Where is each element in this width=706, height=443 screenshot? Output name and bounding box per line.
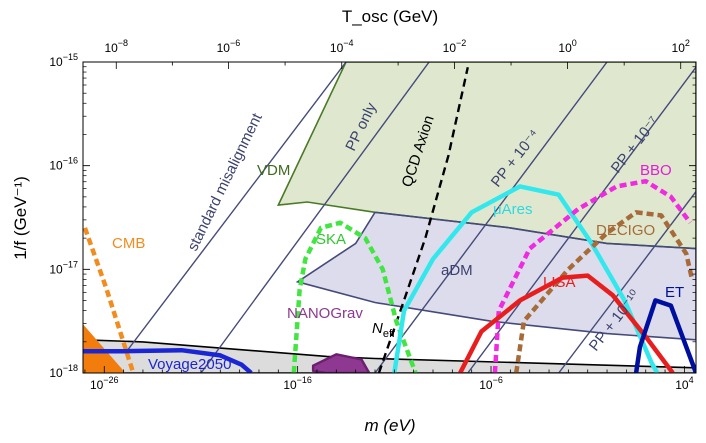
x-tick-label: 10−16 bbox=[283, 375, 312, 392]
top-tick-label: 10−8 bbox=[104, 38, 128, 55]
plot-area bbox=[83, 62, 696, 373]
nanograv-region bbox=[311, 353, 371, 373]
tick-group: 10−26 10−16 10−6 104 10−8 10−6 10−4 10−2 100 102 1… bbox=[49, 38, 696, 392]
x-tick-label: 104 bbox=[675, 375, 693, 392]
diagonal-line-0 bbox=[126, 62, 347, 351]
series-decigo bbox=[513, 210, 695, 373]
label-muares: μAres bbox=[493, 201, 533, 218]
x-axis-title: m (eV) bbox=[365, 416, 416, 435]
diagonal-line-4 bbox=[558, 191, 696, 373]
plot-border bbox=[82, 61, 697, 374]
label-adm: aDM bbox=[441, 262, 473, 279]
series-et bbox=[633, 298, 696, 373]
label-voyage2050: Voyage2050 bbox=[148, 356, 231, 373]
top-tick-label: 10−4 bbox=[330, 38, 354, 55]
diagonal-line-1 bbox=[200, 62, 430, 373]
label-ska: SKA bbox=[316, 231, 346, 248]
x-tick-label: 10−26 bbox=[90, 375, 119, 392]
label-cmb: CMB bbox=[112, 235, 145, 252]
y-tick-label: 10−15 bbox=[49, 52, 78, 69]
top-tick-label: 100 bbox=[558, 38, 576, 55]
excluded-region-triangle bbox=[83, 324, 126, 373]
top-tick-label: 10−6 bbox=[217, 38, 241, 55]
region-edge-adm bbox=[295, 211, 696, 341]
top-axis-title: T_osc (GeV) bbox=[342, 7, 438, 26]
region-edge-n-eff bbox=[83, 338, 696, 373]
series-ska bbox=[291, 220, 418, 373]
plot-frame bbox=[82, 61, 697, 374]
label-nanograv: NANOGrav bbox=[287, 305, 363, 322]
top-tick-label: 102 bbox=[672, 38, 690, 55]
label-neff: Neff bbox=[372, 320, 396, 340]
x-tick-label: 10−6 bbox=[479, 375, 503, 392]
y-tick-label: 10−16 bbox=[49, 156, 78, 173]
y-tick-label: 10−17 bbox=[49, 259, 78, 276]
label-decigo: DECIGO bbox=[596, 222, 655, 239]
label-bbo: BBO bbox=[640, 162, 672, 179]
y-axis-title: 1/f (GeV⁻¹) bbox=[11, 176, 30, 260]
label-lisa: LISA bbox=[543, 274, 576, 291]
series-ares bbox=[392, 184, 660, 373]
y-tick-label: 10−18 bbox=[49, 363, 78, 380]
label-et: ET bbox=[665, 284, 684, 301]
label-vdm: VDM bbox=[257, 162, 290, 179]
diagonal-line-3 bbox=[467, 66, 696, 373]
series-lisa bbox=[458, 273, 675, 373]
diagonal-line-2 bbox=[374, 62, 608, 373]
series-cmb bbox=[83, 227, 136, 373]
series-voyage2050 bbox=[83, 347, 253, 373]
top-tick-label: 10−2 bbox=[443, 38, 467, 55]
